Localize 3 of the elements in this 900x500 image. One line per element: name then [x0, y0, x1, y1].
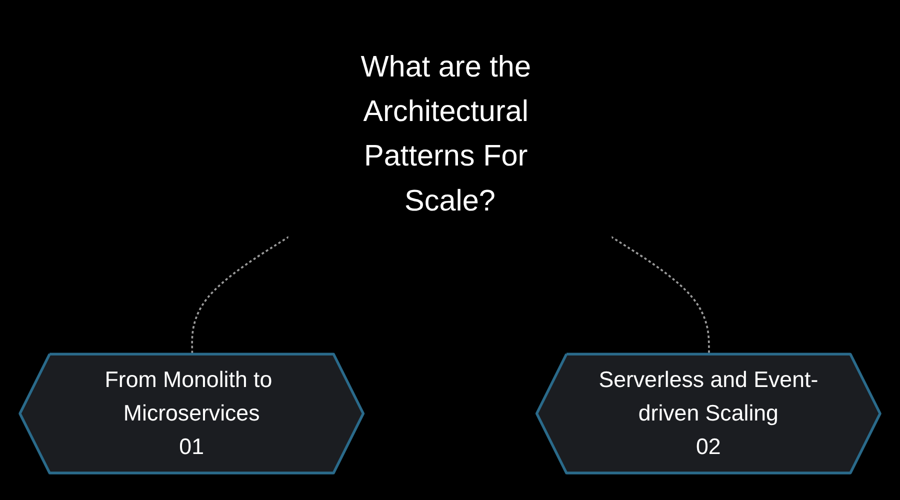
connector [191, 236, 290, 355]
connector [610, 236, 710, 355]
node-text: What are the Architectural Patterns For Scale? [360, 50, 531, 218]
